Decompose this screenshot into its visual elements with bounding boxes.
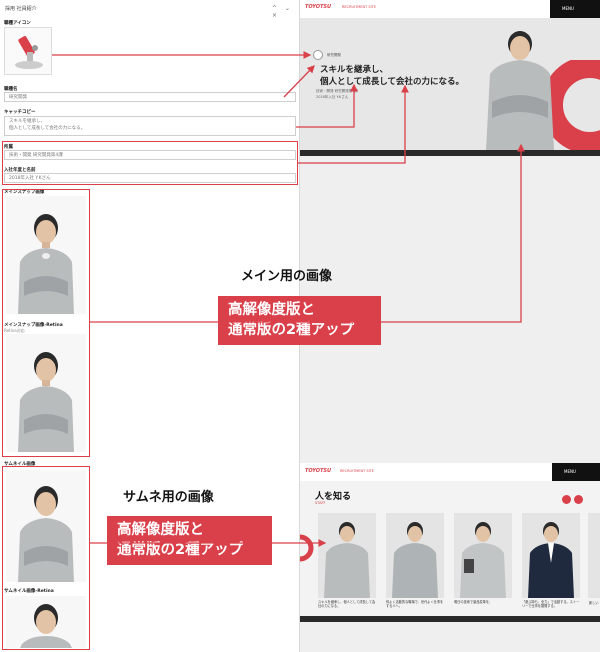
staff-photo (18, 214, 74, 314)
join-input[interactable]: 2018年入社 Y.Kさん (4, 173, 296, 183)
red-circle-graphic (541, 60, 600, 150)
hero-sub-2: 2018年入社 Y.Kさん (316, 95, 349, 99)
site-preview-detail: TOYOTSU RECRUITMENT SITE MENU 研究開発 スキルを継… (300, 0, 600, 156)
dept-field-label: 所属 (4, 145, 13, 150)
prev-arrow-button[interactable] (562, 495, 571, 504)
staff-card-5[interactable] (588, 513, 600, 598)
card-1-photo (324, 522, 370, 598)
card-2-caption: 仲よく活動的な職場で、世代よく仕事をする人へ。 (386, 600, 444, 609)
catch-textarea[interactable]: スキルを継承し、 個人として成長して会社の力になる。 (4, 116, 296, 136)
bottom-nav-bar-2[interactable] (300, 616, 600, 622)
cms-header-title: 採用 社員紹介 (5, 6, 37, 12)
site2-logo-sub: RECRUITMENT SITE (340, 469, 374, 473)
icon-field-label: 職種アイコン (4, 21, 31, 26)
staff-card-4[interactable] (522, 513, 580, 598)
staff-thumb-photo-retina (20, 604, 72, 648)
thumb-retina-image-upload[interactable] (6, 596, 86, 648)
site-preview-list: TOYOTSU RECRUITMENT SITE MENU 人を知る STAFF (300, 463, 600, 622)
site-logo-sub: RECRUITMENT SITE (342, 5, 376, 9)
site2-logo[interactable]: TOYOTSU (305, 468, 332, 474)
staff-photo-retina (18, 352, 74, 452)
hero-headline-2: 個人として成長して会社の力になる。 (320, 77, 464, 87)
catch-line-1: スキルを継承し、 (9, 119, 45, 124)
section-title: 人を知る (315, 492, 352, 502)
thumb-box-line-1: 高解像度版と (117, 522, 204, 538)
main-image-label: メインスナップ画像 (4, 190, 45, 195)
menu-button-2[interactable]: MENU (552, 463, 600, 481)
dept-input[interactable]: 技術・開発 研究開発第4課 (4, 150, 296, 160)
menu-label: MENU (562, 6, 574, 11)
thumb-retina-label: サムネイル画像-Retina (4, 589, 54, 594)
main-image-annotation-title: メイン用の画像 (241, 269, 333, 284)
main-retina-label: メインスナップ画像-Retina (4, 323, 63, 328)
thumb-image-upload[interactable] (6, 470, 86, 582)
catch-field-label: キャッチコピー (4, 110, 36, 115)
microscope-icon (15, 36, 43, 69)
section-sub: STAFF (315, 501, 326, 505)
staff-card-3[interactable] (454, 513, 512, 598)
main-retina-image-upload[interactable] (6, 334, 86, 452)
staff-card-2[interactable] (386, 513, 444, 598)
role-input[interactable]: 研究開発 (4, 92, 296, 102)
card-4-caption: 「遊ぶ時も、全力」で活動する。ストーリーで仕事を展開する。 (522, 600, 580, 609)
card-1-caption: スキルを継承し、個人として成長して会社の力になる。 (318, 600, 376, 609)
join-field-label: 入社年度と名前 (4, 168, 36, 173)
menu-button[interactable]: MENU (550, 0, 600, 18)
card-5-caption: 新しい (589, 601, 599, 605)
role-icon (313, 50, 323, 60)
hero-sub-1: 技術・開発 研究開発第4課 (316, 89, 358, 93)
hero-staff-photo (486, 31, 554, 150)
menu-label-2: MENU (564, 469, 576, 474)
main-box-line-1: 高解像度版と (228, 302, 315, 318)
card-4-photo (528, 522, 574, 598)
staff-card-1[interactable] (318, 513, 376, 598)
thumb-box-line-2: 通常版の2種アップ (117, 541, 244, 558)
main-box-line-2: 通常版の2種アップ (228, 321, 355, 338)
red-arc-graphic (300, 534, 314, 562)
card-3-caption: 明日の技術で製品変革を、 (454, 600, 493, 604)
bottom-nav-bar[interactable] (300, 150, 600, 156)
main-image-upload[interactable] (6, 196, 86, 314)
hero-headline-1: スキルを継承し、 (320, 65, 389, 75)
thumb-image-label: サムネイル画像 (4, 462, 36, 467)
role-tag: 研究開発 (327, 53, 341, 57)
role-field-label: 職種名 (4, 87, 18, 92)
main-retina-sub: Retina対応 (4, 328, 25, 333)
thumb-images-highlight (2, 466, 90, 650)
staff-thumb-photo (18, 486, 74, 582)
cms-window-controls[interactable]: ^ ⌄ × (272, 5, 293, 19)
card-3-photo (460, 522, 506, 598)
main-image-annotation-box: 高解像度版と 通常版の2種アップ (218, 296, 381, 346)
thumb-image-annotation-title: サムネ用の画像 (123, 490, 214, 505)
thumb-image-annotation-box: 高解像度版と 通常版の2種アップ (107, 516, 272, 566)
next-arrow-button[interactable] (574, 495, 583, 504)
card-2-photo (392, 522, 438, 598)
catch-line-2: 個人として成長して会社の力になる。 (9, 125, 86, 131)
main-images-highlight (2, 189, 90, 457)
role-icon-upload[interactable] (4, 27, 52, 75)
site-logo[interactable]: TOYOTSU (305, 4, 332, 10)
